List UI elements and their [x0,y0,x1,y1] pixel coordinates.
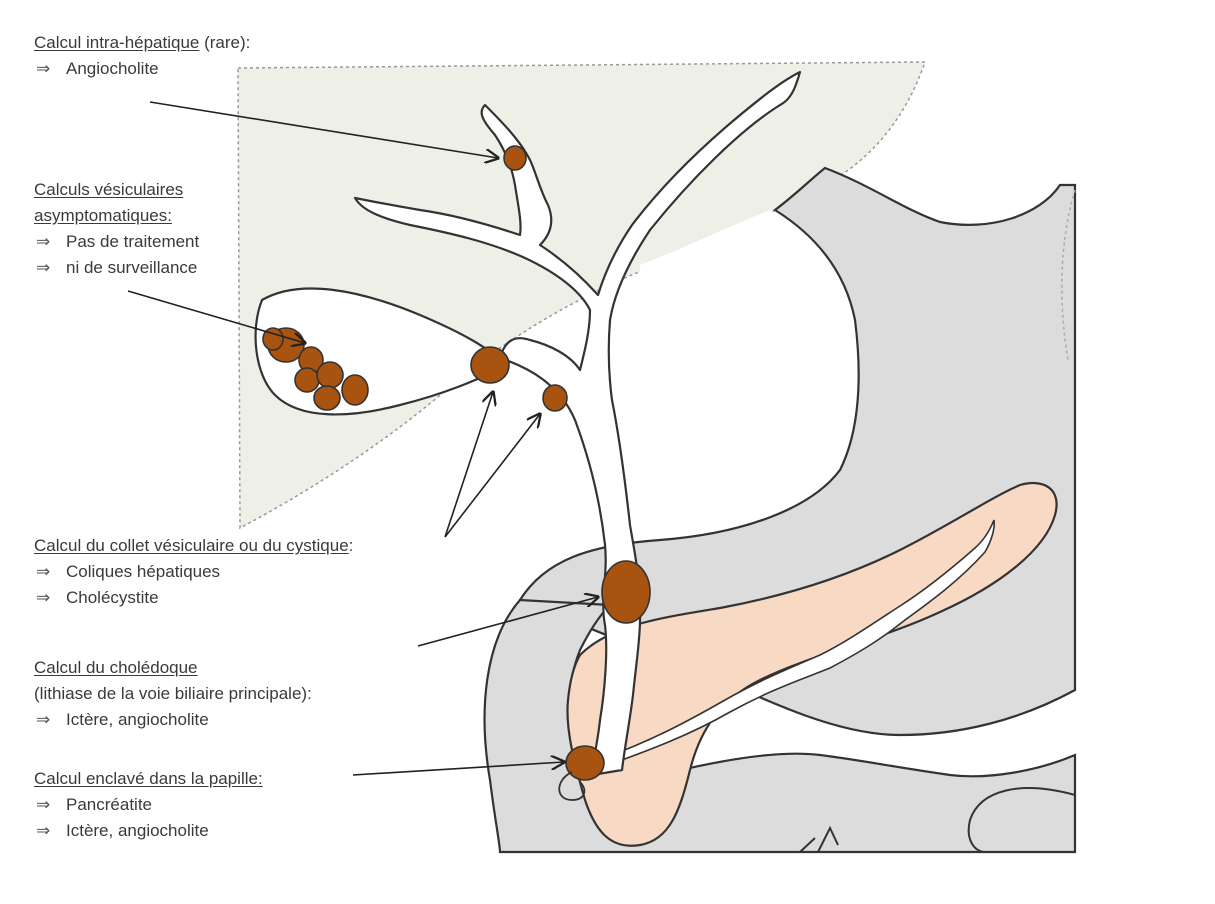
stone-cystic-duct [543,385,567,411]
subheading-choledochal: (lithiase de la voie biliaire principale… [34,681,312,707]
item-text: Pancréatite [66,795,152,814]
item-text: Pas de traitement [66,232,199,251]
annotation-cystic: Calcul du collet vésiculaire ou du cysti… [34,533,353,611]
implies-arrow-icon: ⇒ [36,255,66,281]
heading-cystic: Calcul du collet vésiculaire ou du cysti… [34,536,349,555]
implies-arrow-icon: ⇒ [36,818,66,844]
item-text: Ictère, angiocholite [66,710,209,729]
annotation-papilla: Calcul enclavé dans la papille: ⇒Pancréa… [34,766,263,844]
item-text: Angiocholite [66,59,159,78]
implies-arrow-icon: ⇒ [36,792,66,818]
item-text: Coliques hépatiques [66,562,220,581]
stone-gallbladder [342,375,368,405]
item-text: ni de surveillance [66,258,197,277]
annotation-intrahepatic: Calcul intra-hépatique (rare): ⇒Angiocho… [34,30,250,82]
implies-arrow-icon: ⇒ [36,56,66,82]
heading-papilla: Calcul enclavé dans la papille: [34,766,263,792]
heading-gallbladder-line2: asymptomatiques: [34,203,199,229]
item-text: Cholécystite [66,588,159,607]
stone-choledochal [602,561,650,623]
heading-suffix: (rare): [199,33,250,52]
heading-gallbladder-line1: Calculs vésiculaires [34,177,199,203]
implies-arrow-icon: ⇒ [36,229,66,255]
heading-intrahepatic: Calcul intra-hépatique [34,33,199,52]
annotation-gallbladder: Calculs vésiculaires asymptomatiques: ⇒P… [34,177,199,281]
stone-papilla [566,746,604,780]
heading-suffix: : [349,536,354,555]
stone-gallbladder [314,386,340,410]
stone-gallbladder-neck [471,347,509,383]
item-text: Ictère, angiocholite [66,821,209,840]
arrow-cystic-1 [445,392,493,537]
stone-gallbladder [295,368,319,392]
implies-arrow-icon: ⇒ [36,559,66,585]
stone-gallbladder [317,362,343,388]
heading-choledochal: Calcul du cholédoque [34,655,312,681]
implies-arrow-icon: ⇒ [36,585,66,611]
implies-arrow-icon: ⇒ [36,707,66,733]
annotation-choledochal: Calcul du cholédoque (lithiase de la voi… [34,655,312,733]
arrow-cystic-2 [445,414,540,537]
stone-intrahepatic [504,146,526,170]
